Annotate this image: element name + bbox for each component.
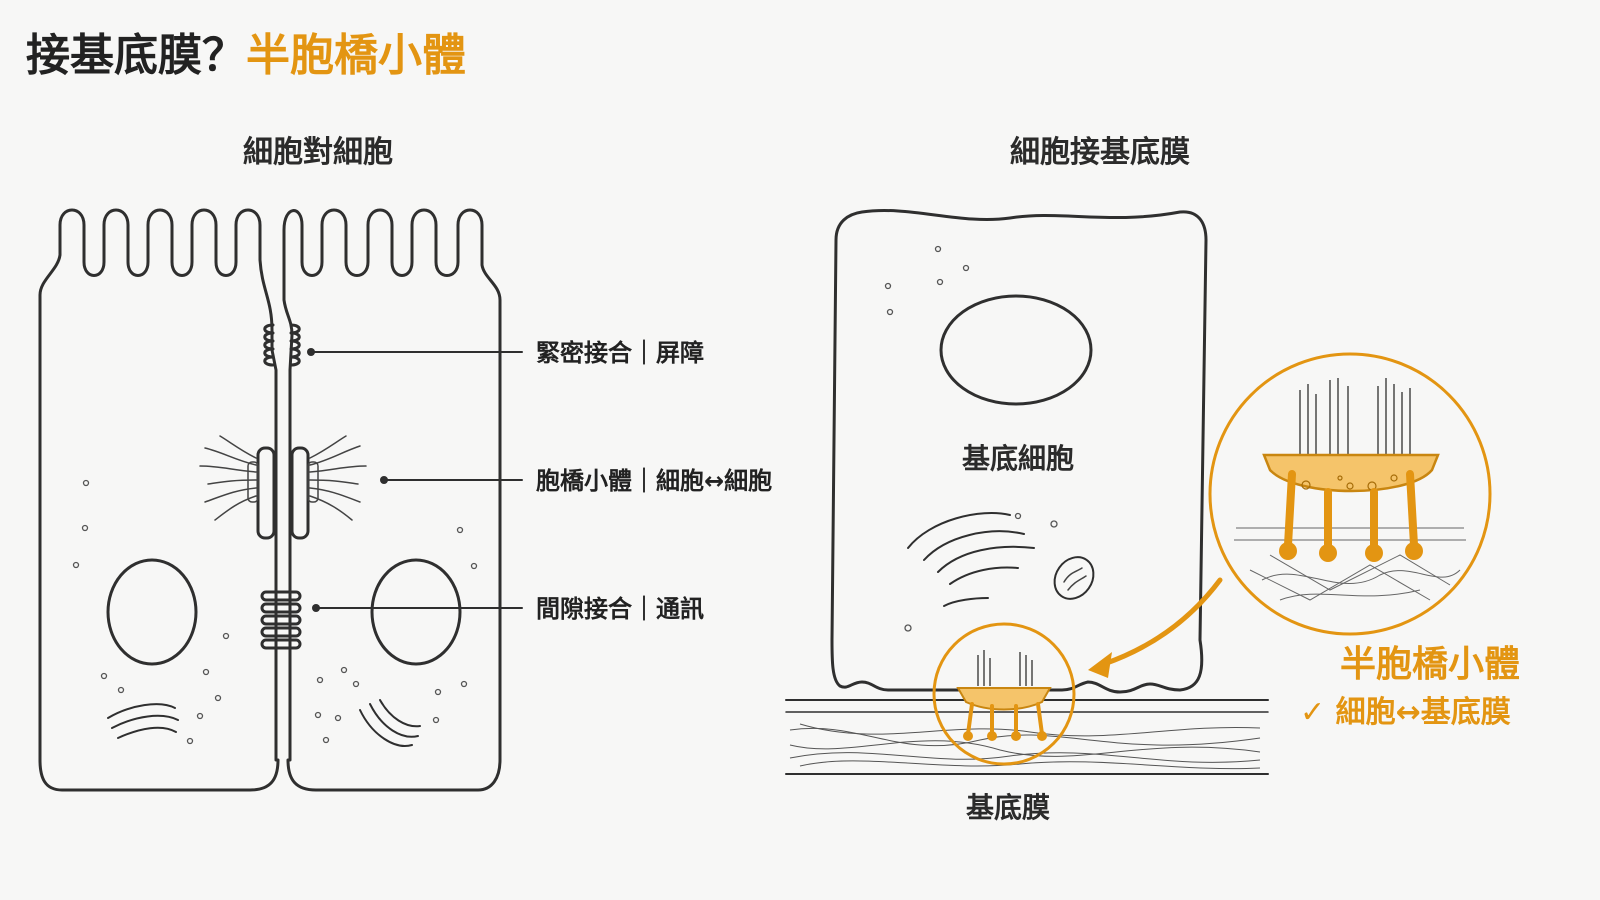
basal-cell-vesicles xyxy=(884,245,1058,632)
right-cell-outline xyxy=(282,208,502,792)
basement-membrane xyxy=(785,699,1269,775)
tight-junction-left xyxy=(263,323,275,367)
callout-desmosome: 胞橋小體｜細胞↔細胞 xyxy=(536,467,772,495)
gap-junction-channels xyxy=(260,590,302,650)
desmosome-plaque-left xyxy=(256,446,276,540)
right-subtitle: 細胞接基底膜 xyxy=(1010,135,1190,170)
basement-membrane-label: 基底膜 xyxy=(966,791,1050,824)
hemidesmosome-label: 半胞橋小體 xyxy=(1340,644,1520,685)
hemidesmosome-caption: ✓ 細胞↔基底膜 xyxy=(1300,695,1511,730)
callout-leaders xyxy=(307,348,523,612)
keratin-filaments-left xyxy=(199,435,257,521)
right-nucleus xyxy=(370,558,462,666)
callout-gap-junction: 間隙接合｜通訊 xyxy=(536,595,704,623)
basal-cell-golgi xyxy=(907,512,1035,607)
left-subtitle: 細胞對細胞 xyxy=(243,135,393,170)
title-main: 接基底膜？ xyxy=(26,30,246,81)
right-panel: 細胞接基底膜 基底細胞 xyxy=(785,135,1520,824)
left-cell-outline xyxy=(38,208,280,792)
hemidesmosome-small xyxy=(932,622,1076,766)
basal-cell-outline xyxy=(830,208,1208,694)
desmosome-inner-right xyxy=(307,461,319,503)
basal-cell-nucleus xyxy=(939,294,1093,406)
desmosome-plaque-right xyxy=(290,446,310,540)
hemidesmosome-zoom xyxy=(1208,352,1492,636)
left-panel: 細胞對細胞 xyxy=(38,135,772,792)
page-title: 接基底膜？半胞橋小體 xyxy=(26,30,466,81)
left-nucleus xyxy=(106,558,198,666)
callout-tight-junction: 緊密接合｜屏障 xyxy=(536,339,704,367)
tight-junction-right xyxy=(289,323,301,367)
desmosome-inner-left xyxy=(247,461,259,503)
mitochondrion xyxy=(1053,556,1095,600)
keratin-filaments-right xyxy=(309,435,367,521)
right-golgi xyxy=(359,699,421,747)
basal-cell-label: 基底細胞 xyxy=(962,442,1074,475)
basement-membrane-fibers xyxy=(789,723,1261,770)
zoom-arrow-head xyxy=(1088,652,1112,678)
left-vesicles xyxy=(72,479,478,745)
title-accent: 半胞橋小體 xyxy=(246,30,466,81)
left-golgi xyxy=(107,703,179,739)
zoom-arrow xyxy=(1101,577,1223,667)
